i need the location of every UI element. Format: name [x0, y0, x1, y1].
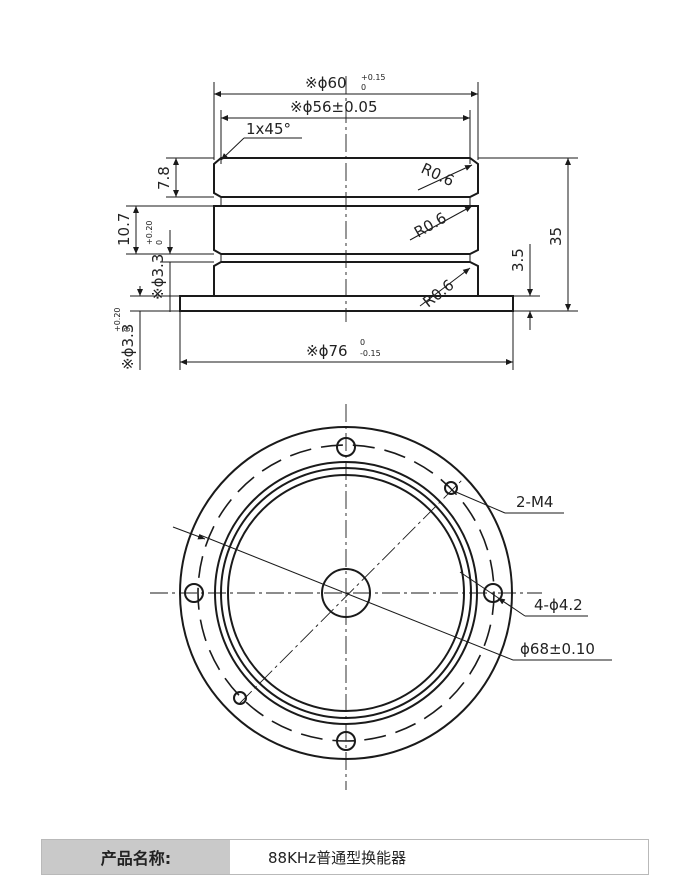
mounting-hole	[483, 583, 503, 603]
label-pcd: ϕ68±0.10	[520, 640, 595, 658]
technical-drawing: ※ϕ60 +0.15 0 ※ϕ56±0.05 1x45° R0.6 R0.6 R…	[113, 73, 612, 790]
dim-height-mid: 10.7	[115, 213, 133, 246]
top-view: 4-ϕ4.2 2-M4 ϕ68±0.10	[150, 404, 612, 790]
dim-top-inner: ※ϕ56±0.05	[290, 98, 378, 116]
radius-label-2: R0.6	[411, 209, 450, 242]
svg-text:0: 0	[361, 83, 366, 92]
side-view: ※ϕ60 +0.15 0 ※ϕ56±0.05 1x45° R0.6 R0.6 R…	[113, 73, 578, 370]
radius-label-3: R0.6	[419, 276, 457, 311]
label-thread: 2-M4	[516, 493, 553, 511]
mounting-hole	[336, 731, 356, 751]
svg-text:+0.15: +0.15	[361, 73, 386, 82]
dim-total-height: 35	[547, 227, 565, 246]
label-holes: 4-ϕ4.2	[534, 596, 583, 614]
chamfer-label: 1x45°	[246, 120, 291, 138]
dim-flange: ※ϕ3.3	[119, 324, 137, 370]
dim-base: ※ϕ76	[306, 342, 348, 360]
dim-groove: ※ϕ3.3	[149, 254, 167, 300]
thread-hole	[233, 691, 247, 705]
base-flange	[179, 295, 514, 312]
svg-text:0: 0	[360, 338, 365, 347]
svg-text:+0.20: +0.20	[113, 307, 122, 332]
dim-top-outer: ※ϕ60	[305, 74, 347, 92]
svg-text:0: 0	[123, 327, 132, 332]
product-name-label: 产品名称:	[42, 840, 230, 874]
product-name-value: 88KHz普通型换能器	[268, 848, 407, 867]
thread-hole	[444, 481, 458, 495]
mounting-hole	[336, 437, 356, 457]
svg-text:0: 0	[155, 240, 164, 245]
dim-flange-height: 3.5	[509, 248, 527, 272]
svg-text:+0.20: +0.20	[145, 220, 154, 245]
product-name-bar: 产品名称: 88KHz普通型换能器	[41, 839, 649, 875]
svg-text:-0.15: -0.15	[360, 349, 381, 358]
mounting-hole	[184, 583, 204, 603]
dim-height-top: 7.8	[155, 166, 173, 190]
radius-label-1: R0.6	[418, 159, 457, 190]
